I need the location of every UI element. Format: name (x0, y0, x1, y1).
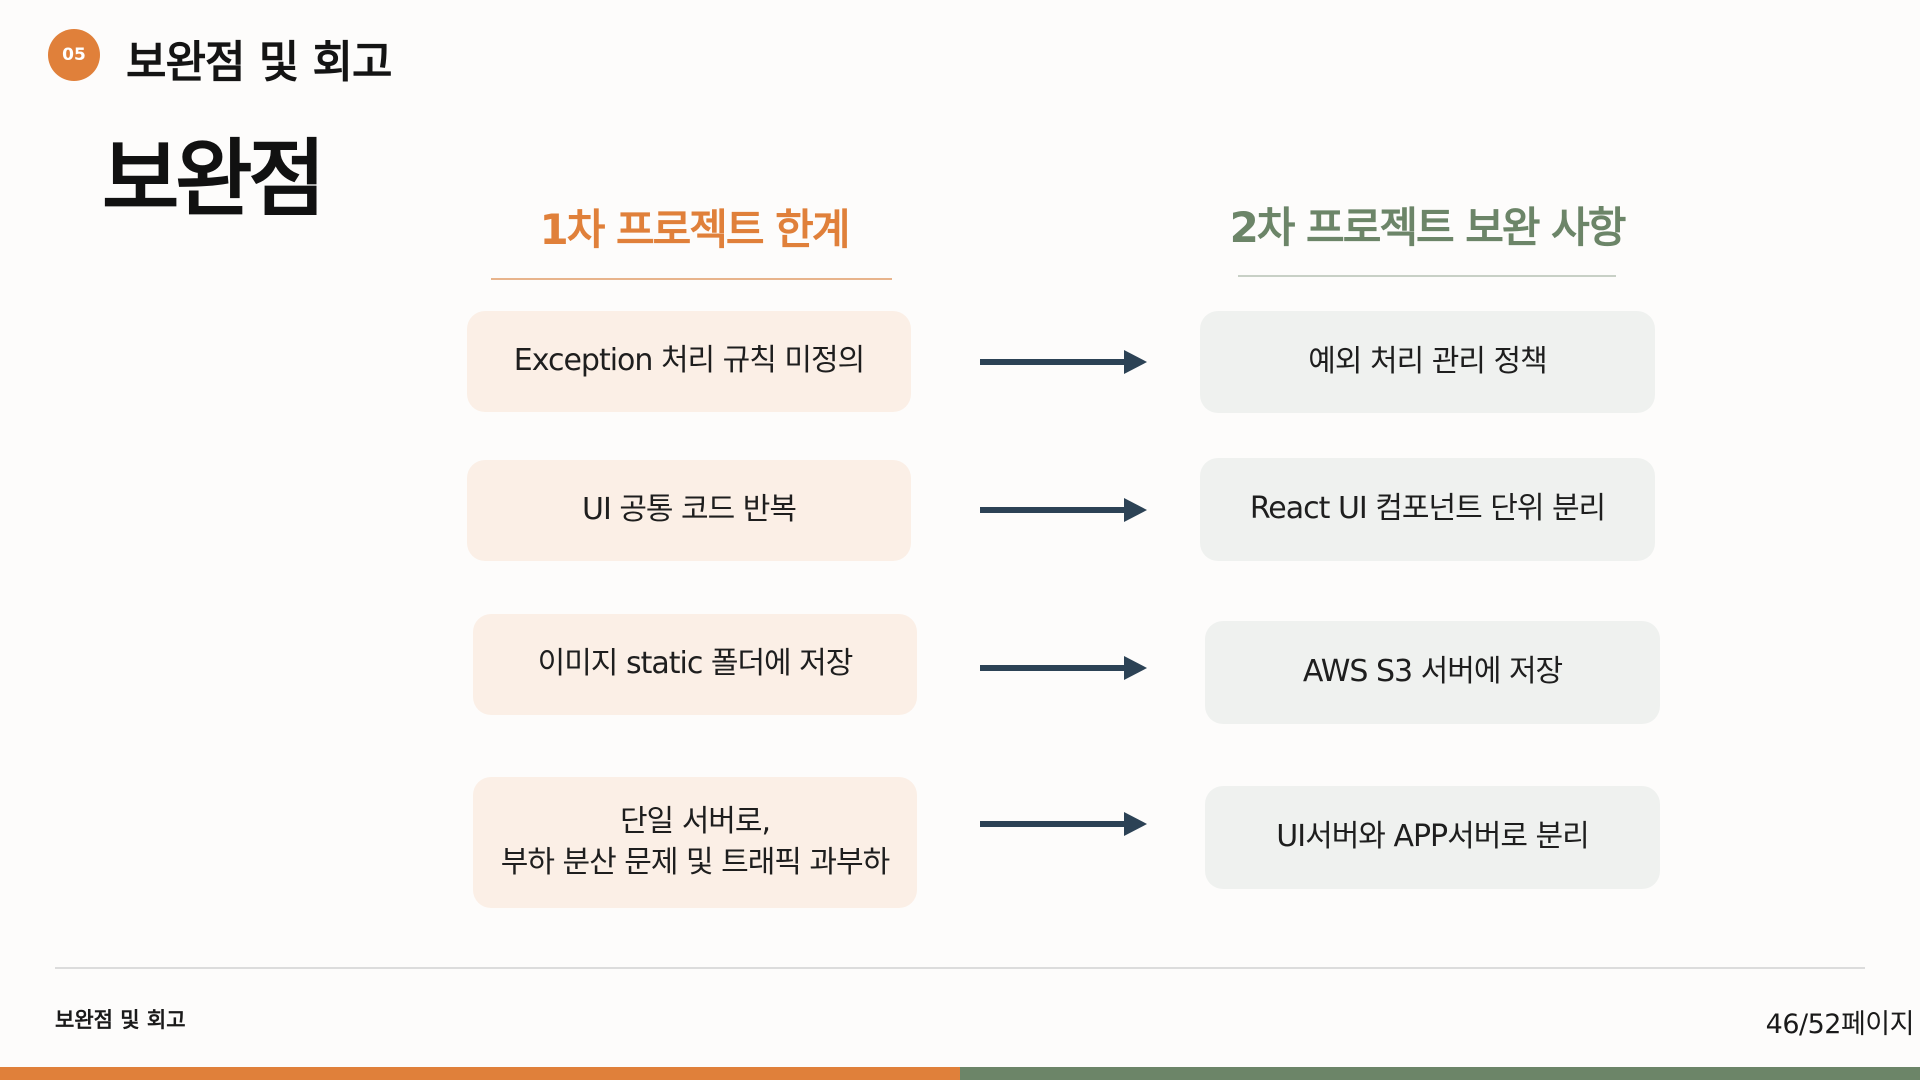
bottom-bar-green (960, 1067, 1920, 1080)
section-number-badge: 05 (48, 29, 100, 81)
limit-text-4-line-2: 부하 분산 문제 및 트래픽 과부하 (500, 844, 890, 880)
page-title: 보완점 (102, 130, 326, 228)
limit-box-1: Exception 처리 규칙 미정의 (467, 311, 911, 412)
limit-box-3: 이미지 static 폴더에 저장 (473, 614, 917, 715)
improvement-box-4: UI서버와 APP서버로 분리 (1205, 786, 1660, 889)
page-indicator: 46/52페이지 (1765, 1009, 1915, 1040)
improvement-text-4: UI서버와 APP서버로 분리 (1276, 819, 1589, 855)
limit-text-2: UI 공통 코드 반복 (581, 492, 797, 528)
column-title-improvements: 2차 프로젝트 보완 사항 (1229, 203, 1627, 252)
bottom-bar-orange (0, 1067, 960, 1080)
improvement-text-1: 예외 처리 관리 정책 (1308, 343, 1547, 379)
arrow-right-icon (980, 350, 1147, 374)
improvement-box-1: 예외 처리 관리 정책 (1200, 311, 1655, 413)
column-divider-left (491, 278, 892, 280)
limit-box-4: 단일 서버로, 부하 분산 문제 및 트래픽 과부하 (473, 777, 917, 908)
improvement-text-3: AWS S3 서버에 저장 (1302, 654, 1563, 690)
column-title-limits: 1차 프로젝트 한계 (539, 205, 851, 254)
arrow-right-icon (980, 812, 1147, 836)
improvement-box-2: React UI 컴포넌트 단위 분리 (1200, 458, 1655, 561)
footer-section-label: 보완점 및 회고 (55, 1008, 186, 1032)
improvement-box-3: AWS S3 서버에 저장 (1205, 621, 1660, 724)
limit-text-3: 이미지 static 폴더에 저장 (537, 646, 854, 682)
column-divider-right (1238, 275, 1616, 277)
section-title: 보완점 및 회고 (126, 37, 393, 88)
limit-text-1: Exception 처리 규칙 미정의 (513, 343, 865, 379)
arrow-right-icon (980, 498, 1147, 522)
improvement-text-2: React UI 컴포넌트 단위 분리 (1249, 491, 1606, 527)
limit-text-4-line-1: 단일 서버로, (619, 804, 771, 839)
limit-box-2: UI 공통 코드 반복 (467, 460, 911, 561)
arrow-right-icon (980, 656, 1147, 680)
footer-divider (55, 967, 1865, 969)
